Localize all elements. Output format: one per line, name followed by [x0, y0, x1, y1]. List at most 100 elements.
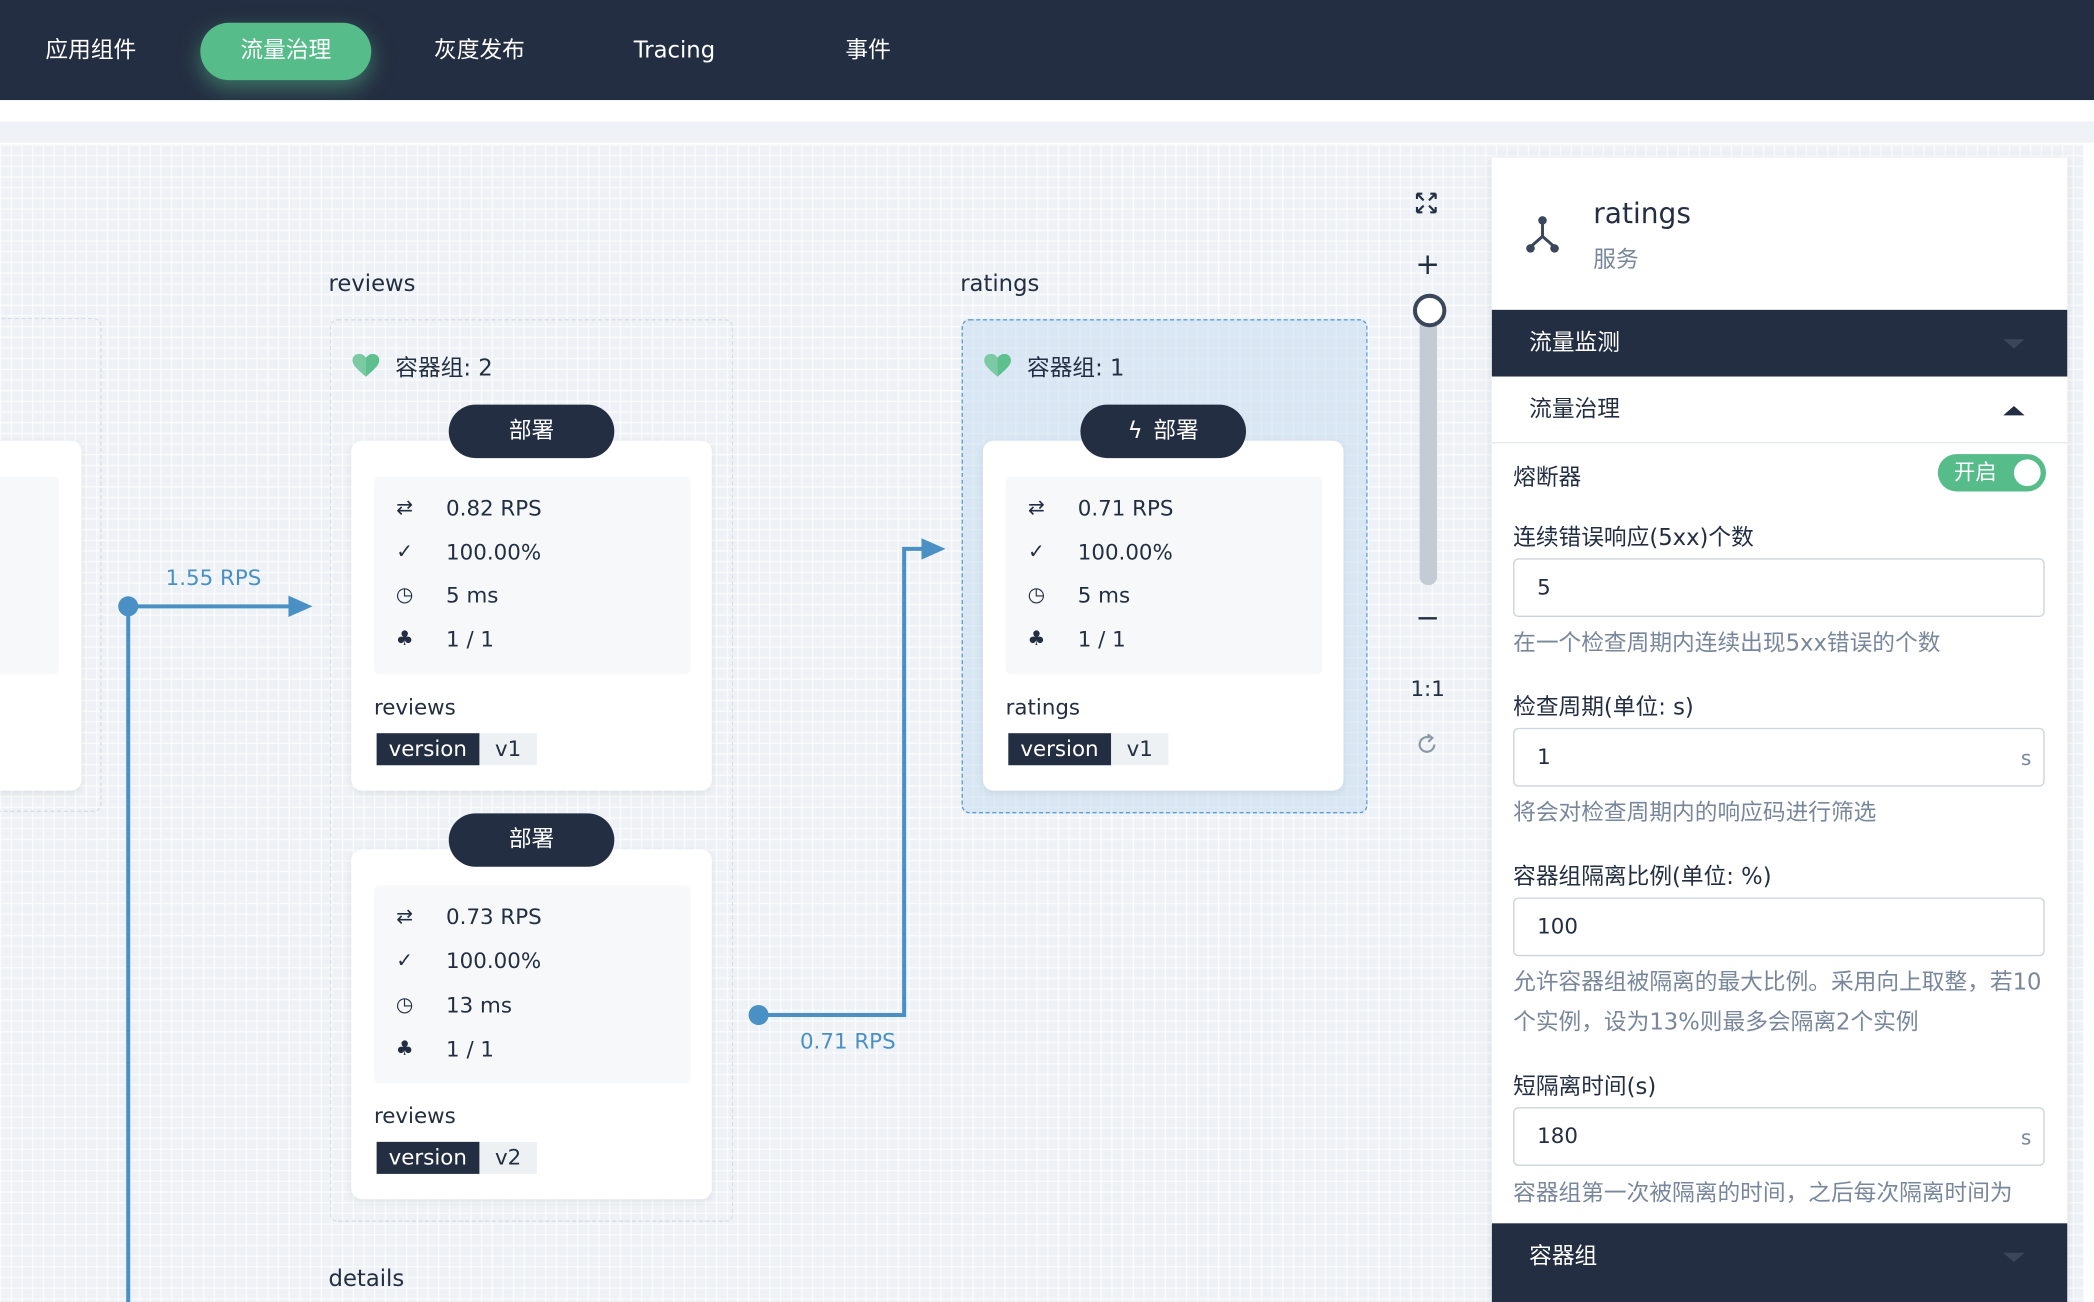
errors-label: 连续错误响应(5xx)个数 — [1513, 524, 1754, 552]
edge-ratings-start-dot — [748, 1004, 769, 1025]
workload-card-reviews-v1[interactable]: ⇄0.82 RPS ✓100.00% ◷5 ms ♣1 / 1 reviews … — [351, 440, 712, 791]
metrics-panel: ⇄ 0.73 RPS ✓ 100.00% ◷ 13 ms ♣1 / 1 — [373, 885, 691, 1084]
metric-replicas: ♣1 / 1 — [390, 622, 494, 654]
zoom-slider-track[interactable] — [1419, 304, 1437, 585]
group-title-details: details — [328, 1266, 405, 1293]
errors-desc: 在一个检查周期内连续出现5xx错误的个数 — [1513, 630, 1941, 658]
input-value: 5 — [1537, 574, 1551, 600]
transfer-icon: ⇄ — [396, 904, 414, 929]
metric-replicas: ♣ 1 / 1 — [1022, 622, 1126, 654]
panel-title: ratings — [1593, 197, 1691, 230]
workload-card-partial[interactable] — [0, 440, 82, 791]
workload-name: reviews — [373, 694, 456, 720]
workload-name: reviews — [373, 1103, 456, 1129]
lightning-icon: ϟ — [1127, 418, 1143, 445]
clock-icon: ◷ — [395, 992, 414, 1017]
consecutive-errors-input[interactable]: 5 — [1513, 558, 2045, 618]
metric-success: ✓100.00% — [390, 536, 541, 568]
reset-zoom-button[interactable]: 1:1 — [1410, 675, 1445, 702]
base-time-desc: 容器组第一次被隔离的时间，之后每次隔离时间为 — [1513, 1180, 2013, 1208]
deploy-label: 部署 — [508, 826, 555, 854]
edge-to-ratings — [758, 546, 925, 1017]
tab-canary-release[interactable]: 灰度发布 — [434, 37, 525, 65]
edge-rps-label: 1.55 RPS — [165, 564, 262, 591]
group-reviews[interactable] — [329, 319, 734, 1222]
input-suffix: s — [2020, 746, 2032, 771]
metric-latency: ◷ 13 ms — [390, 988, 512, 1020]
tag-value: v1 — [1110, 733, 1169, 766]
metric-success: ✓100.00% — [1022, 536, 1173, 568]
toggle-knob — [2013, 459, 2041, 487]
workload-card-ratings-v1[interactable]: ⇄0.71 RPS ✓100.00% ◷5 ms ♣1 / 1 ratings … — [982, 440, 1344, 791]
clock-icon: ◷ — [395, 582, 414, 607]
metric-rps-value: 0.73 RPS — [446, 903, 542, 929]
interval-desc: 将会对检查周期内的响应码进行筛选 — [1513, 799, 1877, 827]
ejection-percent-input[interactable]: 100 — [1513, 897, 2045, 957]
tab-traffic-governance[interactable]: 流量治理 — [200, 22, 372, 81]
tag-key: version — [376, 1141, 479, 1174]
chevron-up-icon — [2003, 405, 2025, 416]
refresh-icon[interactable] — [1416, 733, 1439, 756]
health-heart-icon — [352, 353, 380, 376]
transfer-icon: ⇄ — [396, 495, 414, 520]
group-title-ratings: ratings — [960, 271, 1040, 298]
metric-latency: ◷ 5 ms — [390, 578, 498, 610]
pods-count-text: 容器组: 1 — [1026, 355, 1125, 382]
toolbar-strip — [0, 100, 2094, 145]
metric-replicas-value: 1 / 1 — [1077, 625, 1126, 652]
metric-latency-value: 13 ms — [446, 991, 512, 1017]
section-traffic-governance[interactable]: 流量治理 — [1491, 376, 2068, 444]
metric-latency-value: 5 ms — [1077, 581, 1131, 607]
metric-replicas: ♣1 / 1 — [390, 1032, 494, 1064]
metrics-panel: ⇄ 0.71 RPS ✓100.00% ◷ 5 ms ♣ 1 / 1 — [1005, 476, 1323, 675]
ejection-label: 容器组隔离比例(单位: %) — [1513, 864, 1772, 891]
metrics-panel — [0, 476, 59, 675]
pods-count: 容器组: 2 — [352, 349, 493, 382]
zoom-out-button[interactable]: − — [1415, 602, 1440, 636]
edges-layer — [118, 538, 946, 1302]
pods-icon: ♣ — [1027, 626, 1046, 651]
tab-tracing[interactable]: Tracing — [633, 37, 716, 65]
input-value: 1 — [1537, 743, 1551, 770]
check-icon: ✓ — [1027, 539, 1045, 564]
zoom-slider-handle[interactable] — [1412, 293, 1447, 328]
zoom-in-button[interactable]: + — [1415, 248, 1440, 282]
metric-rps: ⇄ 0.71 RPS — [1022, 491, 1174, 523]
metric-success-value: 100.00% — [446, 947, 542, 973]
edge-rps-label: 0.71 RPS — [799, 1028, 896, 1054]
tag-value: v1 — [478, 733, 538, 766]
check-icon: ✓ — [396, 948, 414, 973]
ejection-desc: 允许容器组被隔离的最大比例。采用向上取整，若10个实例，设为13%则最多会隔离2… — [1513, 969, 2042, 1037]
input-suffix: s — [2020, 1125, 2032, 1150]
tab-app-components[interactable]: 应用组件 — [45, 37, 137, 65]
tag-key: version — [1008, 733, 1111, 766]
interval-label: 检查周期(单位: s) — [1513, 694, 1694, 722]
edge-arrow-ratings — [921, 538, 946, 560]
section-title: 容器组 — [1529, 1243, 1598, 1271]
section-traffic-monitor[interactable]: 流量监测 — [1491, 309, 2068, 377]
deploy-badge[interactable]: 部署 — [448, 404, 615, 459]
workload-card-reviews-v2[interactable]: ⇄ 0.73 RPS ✓ 100.00% ◷ 13 ms ♣1 / 1 reviews… — [351, 849, 712, 1200]
metric-latency-value: 5 ms — [446, 581, 499, 607]
transfer-icon: ⇄ — [1027, 495, 1045, 520]
metric-rps-value: 0.71 RPS — [1077, 494, 1174, 521]
base-time-label: 短隔离时间(s) — [1513, 1073, 1657, 1101]
circuit-breaker-toggle[interactable]: 开启 — [1937, 454, 2046, 492]
section-pods[interactable]: 容器组 — [1491, 1223, 2068, 1302]
input-value: 100 — [1537, 913, 1578, 939]
group-productpage[interactable] — [0, 317, 102, 812]
clock-icon: ◷ — [1027, 582, 1046, 607]
detail-panel: ratings 服务 流量监测 流量治理 熔断器 开启 连续错误响应(5xx)个… — [1491, 157, 2068, 1302]
fullscreen-icon[interactable] — [1414, 191, 1438, 215]
tab-events[interactable]: 事件 — [845, 37, 891, 65]
deploy-badge[interactable]: 部署 — [448, 813, 615, 867]
panel-subtitle: 服务 — [1593, 247, 1639, 274]
circuit-breaker-label: 熔断器 — [1513, 464, 1582, 492]
